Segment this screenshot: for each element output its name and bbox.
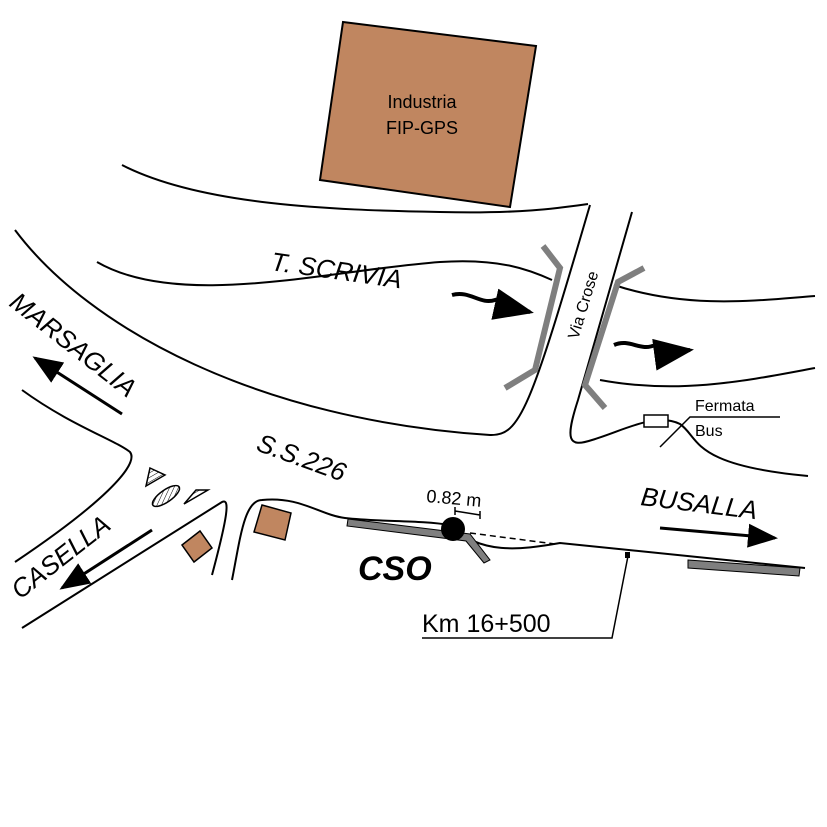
km-marker-leader	[422, 555, 629, 639]
traffic-island	[144, 466, 167, 488]
busalla-label: BUSALLA	[639, 481, 759, 525]
traffic-island	[151, 484, 181, 508]
via-crose-label: Via Crose	[566, 269, 603, 341]
km-marker-post	[625, 552, 630, 558]
guardrail-east	[687, 559, 801, 577]
river-north-bank-east	[613, 284, 816, 303]
marsaglia-label: MARSAGLIA	[4, 286, 142, 403]
river-flow-arrow	[613, 338, 694, 371]
busalla-direction-arrow	[659, 523, 778, 548]
guardrail-cso	[346, 518, 491, 564]
bridge-barrier-east	[581, 265, 646, 410]
bus-stop-label: Fermata	[695, 398, 755, 415]
road-ss226-north-edge	[14, 204, 591, 437]
industry-label: FIP-GPS	[386, 118, 458, 138]
river-north-bank	[121, 164, 589, 214]
river-label: T. SCRIVIA	[269, 246, 404, 294]
main-road-label: S.S.226	[253, 427, 351, 487]
small-building	[180, 529, 214, 564]
river-south-bank-west	[96, 260, 553, 287]
river-flow-arrow	[451, 288, 534, 320]
bus-stop-shelter	[643, 414, 669, 428]
industry-building	[318, 20, 538, 209]
cso-dashed-line	[469, 532, 556, 545]
river-south-bank-east	[599, 367, 816, 388]
road-via-crose-east-edge	[569, 211, 809, 477]
bus-stop-label: Bus	[695, 423, 723, 440]
marsaglia-direction-arrow	[32, 356, 123, 416]
industry-label: Industria	[387, 92, 457, 112]
road-ss226-south-edge	[231, 498, 806, 581]
cso-station-point	[441, 517, 465, 541]
bus-stop-leader	[659, 416, 780, 448]
small-building	[253, 504, 292, 541]
road-marsaglia-south-edge	[14, 389, 133, 563]
cso-label: CSO	[358, 550, 432, 588]
distance-label: 0.82 m	[426, 486, 483, 511]
distance-scale	[454, 507, 481, 519]
casella-direction-arrow	[59, 528, 153, 590]
traffic-island	[183, 489, 211, 505]
bridge-barrier-west	[503, 244, 564, 391]
km-marker-label: Km 16+500	[422, 610, 551, 638]
road-casella-south-edge	[21, 500, 228, 629]
